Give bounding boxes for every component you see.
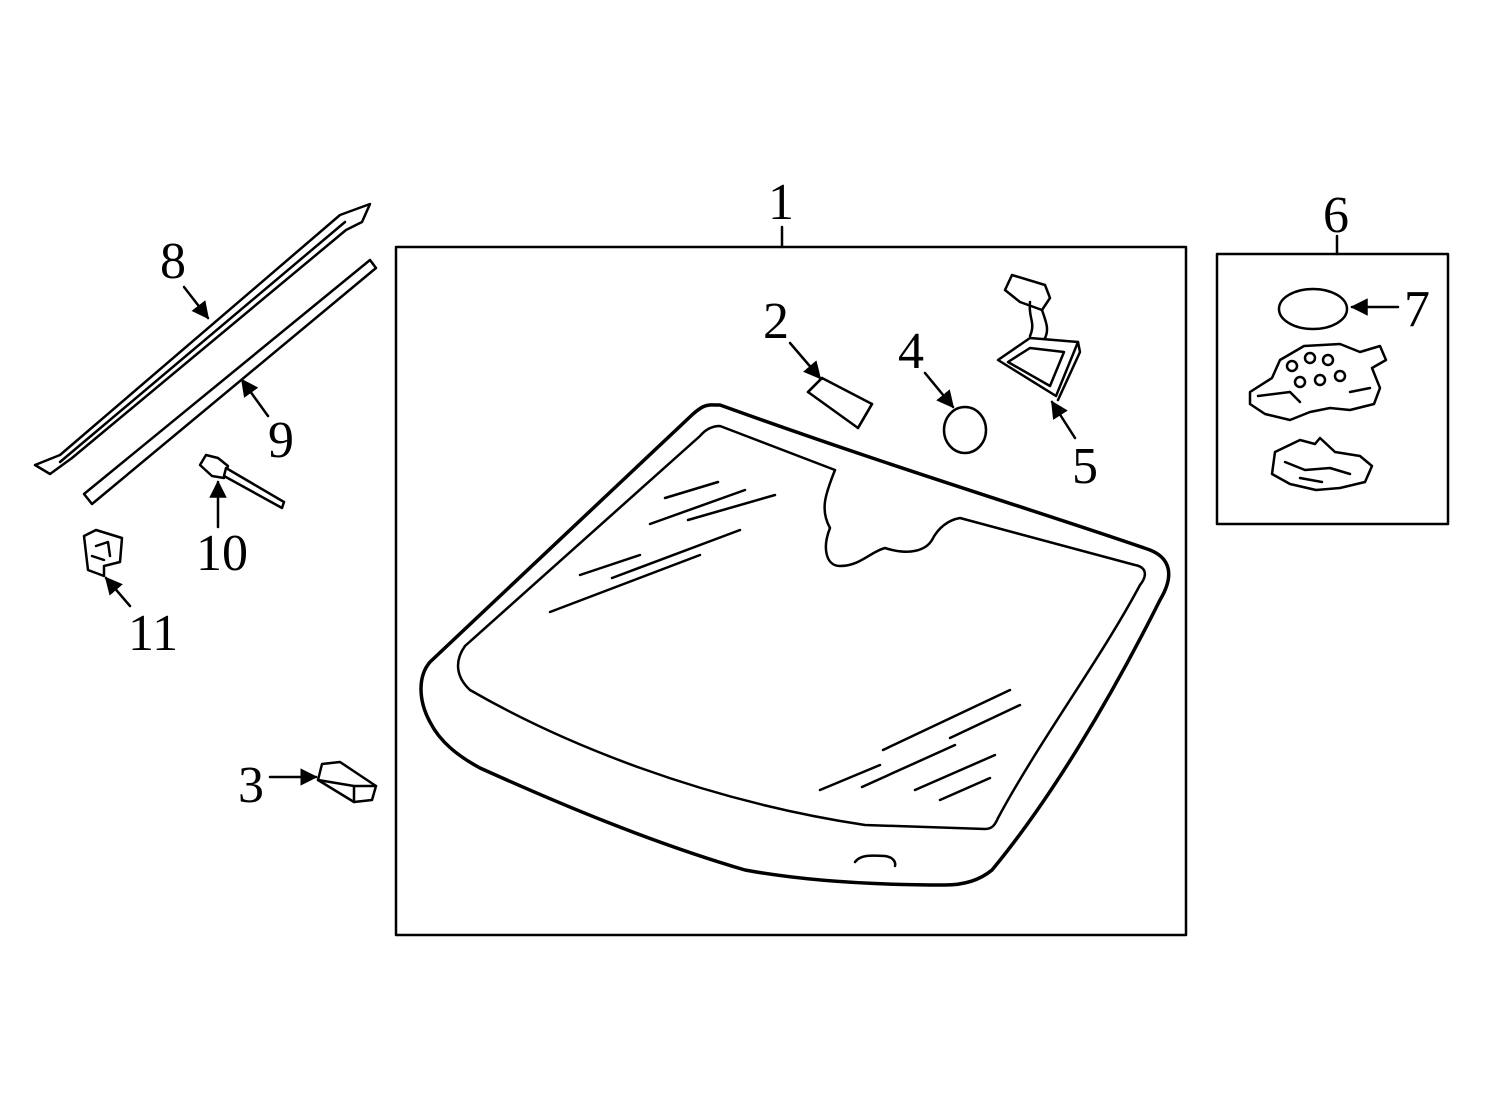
callout-2-arrow <box>788 341 822 380</box>
part-4-round-gasket[interactable] <box>942 405 988 455</box>
callout-5-arrow <box>1050 400 1077 440</box>
part-10-rivet[interactable] <box>198 453 286 510</box>
part-9-weatherstrip[interactable] <box>82 258 378 506</box>
part-8-highlight <box>33 202 372 476</box>
callout-4-arrow <box>923 371 955 409</box>
part-3-wedge-block[interactable] <box>316 760 378 804</box>
sensor-group-frame <box>1215 252 1450 526</box>
callout-8[interactable]: 8 <box>160 233 186 290</box>
callout-8-arrow <box>182 285 210 320</box>
callout-4[interactable]: 4 <box>898 323 924 380</box>
callout-9-arrow <box>240 378 270 418</box>
part-8-windshield-molding[interactable] <box>33 202 372 476</box>
callout-9[interactable]: 9 <box>268 412 294 469</box>
part-11-clip[interactable] <box>82 528 124 578</box>
callout-7[interactable]: 7 <box>1404 281 1430 338</box>
callout-11[interactable]: 11 <box>128 605 178 662</box>
callout-1[interactable]: 1 <box>768 174 794 231</box>
callout-11-arrow <box>104 576 132 608</box>
callout-5[interactable]: 5 <box>1072 438 1098 495</box>
windshield-group-frame <box>394 245 1188 937</box>
rain-sensor-assembly[interactable] <box>1248 342 1388 492</box>
part-2-wedge-block[interactable] <box>806 376 874 430</box>
callout-10[interactable]: 10 <box>196 525 248 582</box>
windshield-glass[interactable] <box>419 403 1171 887</box>
callout-6[interactable]: 6 <box>1323 187 1349 244</box>
callout-3[interactable]: 3 <box>238 757 264 814</box>
part-7-o-ring[interactable] <box>1277 287 1349 331</box>
part-5-mirror-bracket[interactable] <box>996 273 1082 402</box>
callout-2[interactable]: 2 <box>763 293 789 350</box>
